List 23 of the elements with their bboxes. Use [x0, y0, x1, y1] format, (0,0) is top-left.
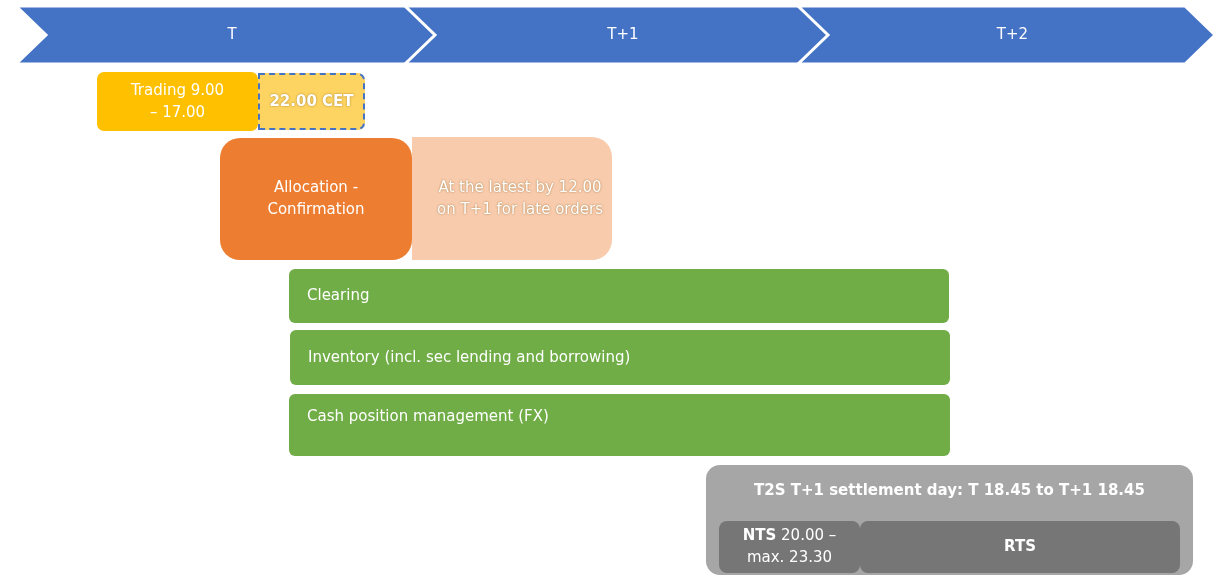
inventory-bar — [290, 330, 950, 385]
settlement-day-panel — [706, 465, 1193, 575]
extended-trading-bar — [258, 73, 365, 130]
bar-label: Inventory (incl. sec lending and borrowing) — [308, 346, 631, 368]
clearing-bar — [289, 269, 949, 323]
day-label: T+2 — [996, 24, 1029, 46]
trading-bar — [97, 72, 258, 131]
day-label: T+1 — [607, 24, 639, 46]
bar-label: RTS — [1004, 536, 1036, 558]
bar-label: 22.00 CET — [269, 90, 354, 112]
bar-label: Allocation - Confirmation — [266, 177, 366, 220]
bar-label: NTS 20.00 – max. 23.30 — [741, 525, 838, 568]
cash-management-bar — [289, 394, 950, 456]
late-allocation-bar — [412, 137, 612, 260]
rts-bar — [860, 521, 1180, 573]
bar-label: T2S T+1 settlement day: T 18.45 to T+1 18.45 — [754, 480, 1145, 501]
nts-bar — [719, 521, 860, 573]
bar-label: At the latest by 12.00 on T+1 for late orders — [436, 176, 604, 220]
bar-label: Clearing — [307, 285, 370, 307]
bar-label: Trading 9.00 – 17.00 — [129, 79, 226, 123]
bar-label: Cash position management (FX) — [307, 406, 549, 427]
day-label: T — [227, 24, 237, 46]
allocation-bar — [220, 138, 412, 260]
